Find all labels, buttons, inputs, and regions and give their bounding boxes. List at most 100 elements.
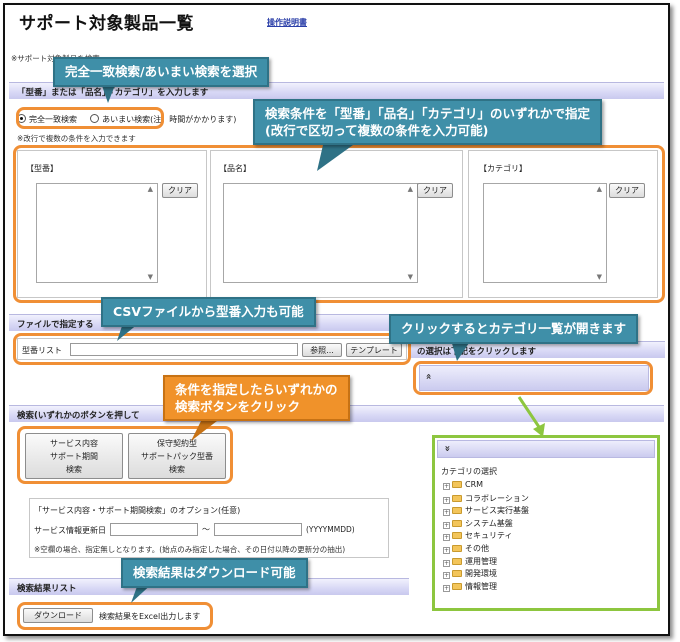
manual-link[interactable]: 操作説明書 [267,18,307,27]
screenshot-frame: サポート対象製品一覧 操作説明書 ※サポート対象製品を検索します。 「型番」また… [3,3,670,636]
arrow-category [451,340,471,361]
tree-item-label: セキュリティ [465,531,513,541]
category-tree-title: カテゴリの選択 [441,467,497,476]
update-date-to-input[interactable] [214,523,302,536]
product-name-clear-button[interactable]: クリア [417,183,453,198]
category-select-title: の選択は下記をクリックします [417,347,537,357]
product-name-panel: 【品名】 ▲ ▼ クリア [210,150,463,298]
expand-plus-icon[interactable]: + [443,572,450,580]
search-options-box: 「サービス内容・サポート期間検索」のオプション(任意) サービス情報更新日 〜 … [29,498,389,558]
tree-item-dev-env[interactable]: + 開発環境 [443,568,529,581]
category-label: 【カテゴリ】 [479,164,527,173]
expand-plus-icon[interactable]: + [443,483,450,490]
tree-item-other[interactable]: + その他 [443,543,529,556]
category-clear-button[interactable]: クリア [609,183,645,198]
expand-plus-icon[interactable]: + [443,534,450,542]
tree-item-label: 開発環境 [465,569,497,579]
arrow-csv [117,323,139,341]
file-section-title: ファイルで指定する [17,320,94,330]
callout-search-line2: 検索ボタンをクリック [175,399,301,414]
callout-category: クリックするとカテゴリ一覧が開きます [389,314,639,344]
tree-item-security[interactable]: + セキュリティ [443,530,529,543]
tree-item-service-platform[interactable]: +サービス実行基盤 [443,505,529,518]
contract-search-line2: サポートパック型番 [141,452,213,461]
highlight-file-input [13,333,411,365]
folder-icon [452,481,462,488]
callout-conditions: 検索条件を「型番」「品名」「カテゴリ」のいずれかで指定 (改行で区切って複数の条… [253,99,603,145]
callout-search-line1: 条件を指定したらいずれかの [175,382,338,397]
arrow-search [191,421,217,441]
search-section-title: 検索(いずれかのボタンを押して [17,411,140,421]
conditions-section-title: 「型番」または「品名」「カテゴリ」を入力します [17,88,209,98]
tree-item-label: 情報管理 [465,581,497,591]
update-date-from-input[interactable] [110,523,198,536]
category-collapse-toggle[interactable]: » [437,440,655,458]
radio-exact-label: 完全一致検索 [29,115,77,124]
category-expand-toggle[interactable]: » [419,365,649,391]
scroll-down-icon: ▼ [407,273,413,281]
scroll-up-icon: ▲ [407,185,413,193]
options-title: 「サービス内容・サポート期間検索」のオプション(任意) [34,506,241,515]
contract-search-button[interactable]: 保守契約型 サポートパック型番 検索 [128,433,226,479]
tree-item-label: 運用管理 [465,556,497,566]
callout-search: 条件を指定したらいずれかの 検索ボタンをクリック [163,375,350,421]
multi-line-note: ※改行で複数の条件を入力できます [17,134,136,143]
tree-item-crm[interactable]: + CRM [443,480,529,493]
expand-plus-icon[interactable]: + [443,509,450,517]
folder-icon [452,507,462,515]
category-textarea[interactable]: ▲ ▼ [483,183,607,283]
tree-item-info-mgmt[interactable]: + 情報管理 [443,581,529,594]
radio-fuzzy[interactable] [90,114,100,123]
scroll-up-icon: ▲ [147,185,153,193]
category-tree-popup: » カテゴリの選択 + CRM +コラボレーション +サービス実行基盤 + システム… [432,435,660,611]
arrow-tree-line [517,396,541,428]
callout-conditions-line2: (改行で区切って複数の条件を入力可能) [265,123,489,138]
category-tree: + CRM +コラボレーション +サービス実行基盤 + システム基盤 + セキュリティ… [443,480,529,593]
date-format: (YYYYMMDD) [306,525,355,534]
expand-plus-icon[interactable]: + [443,584,450,592]
expand-plus-icon[interactable]: + [443,521,450,529]
highlight-category-toggle [413,361,653,395]
tree-item-collaboration[interactable]: +コラボレーション [443,493,529,506]
model-number-clear-button[interactable]: クリア [162,183,198,198]
model-number-panel: 【型番】 ▲ ▼ クリア [17,150,207,298]
model-number-textarea[interactable]: ▲ ▼ [36,183,158,283]
scroll-down-icon: ▼ [596,273,602,281]
folder-icon [452,519,462,527]
category-panel: 【カテゴリ】 ▲ ▼ クリア [468,150,658,298]
tree-item-label: その他 [465,543,489,553]
tree-item-operations[interactable]: + 運用管理 [443,556,529,569]
callout-match-mode: 完全一致検索/あいまい検索を選択 [53,57,270,87]
product-name-label: 【品名】 [219,164,251,173]
model-list-file-input[interactable] [70,343,298,356]
blank-note: ※空欄の場合、指定無しとなります。(始点のみ指定した場合、その日付以降の更新分の… [34,545,346,554]
expand-plus-icon[interactable]: + [443,559,450,567]
contract-search-line3: 検索 [169,465,185,474]
highlight-match-mode [16,107,164,129]
tree-item-label: CRM [465,480,484,489]
callout-conditions-line1: 検索条件を「型番」「品名」「カテゴリ」のいずれかで指定 [265,106,591,121]
scroll-up-icon: ▲ [596,185,602,193]
service-search-line2: サポート期間 [50,452,98,461]
date-tilde: 〜 [202,525,210,534]
excel-note: 検索結果をExcel出力します [99,612,201,621]
folder-icon [452,544,462,552]
highlight-search-buttons [17,426,233,484]
radio-fuzzy-label: あいまい検索(注：時間がかかります) [102,115,237,124]
model-list-label: 型番リスト [22,346,62,355]
product-name-textarea[interactable]: ▲ ▼ [223,183,418,283]
arrow-tree-head [533,423,545,437]
folder-icon [452,570,462,578]
results-section-title: 検索結果リスト [17,584,77,594]
file-input-row: 型番リスト 参照... テンプレート [17,338,407,360]
browse-button[interactable]: 参照... [302,343,342,357]
tree-item-system-platform[interactable]: + システム基盤 [443,518,529,531]
template-button[interactable]: テンプレート [346,343,402,357]
tree-item-label: システム基盤 [465,518,513,528]
download-button[interactable]: ダウンロード [23,608,93,623]
expand-plus-icon[interactable]: + [443,496,450,504]
service-search-button[interactable]: サービス内容 サポート期間 検索 [25,433,123,479]
expand-plus-icon[interactable]: + [443,546,450,554]
folder-icon [452,532,462,540]
highlight-download [17,602,213,630]
